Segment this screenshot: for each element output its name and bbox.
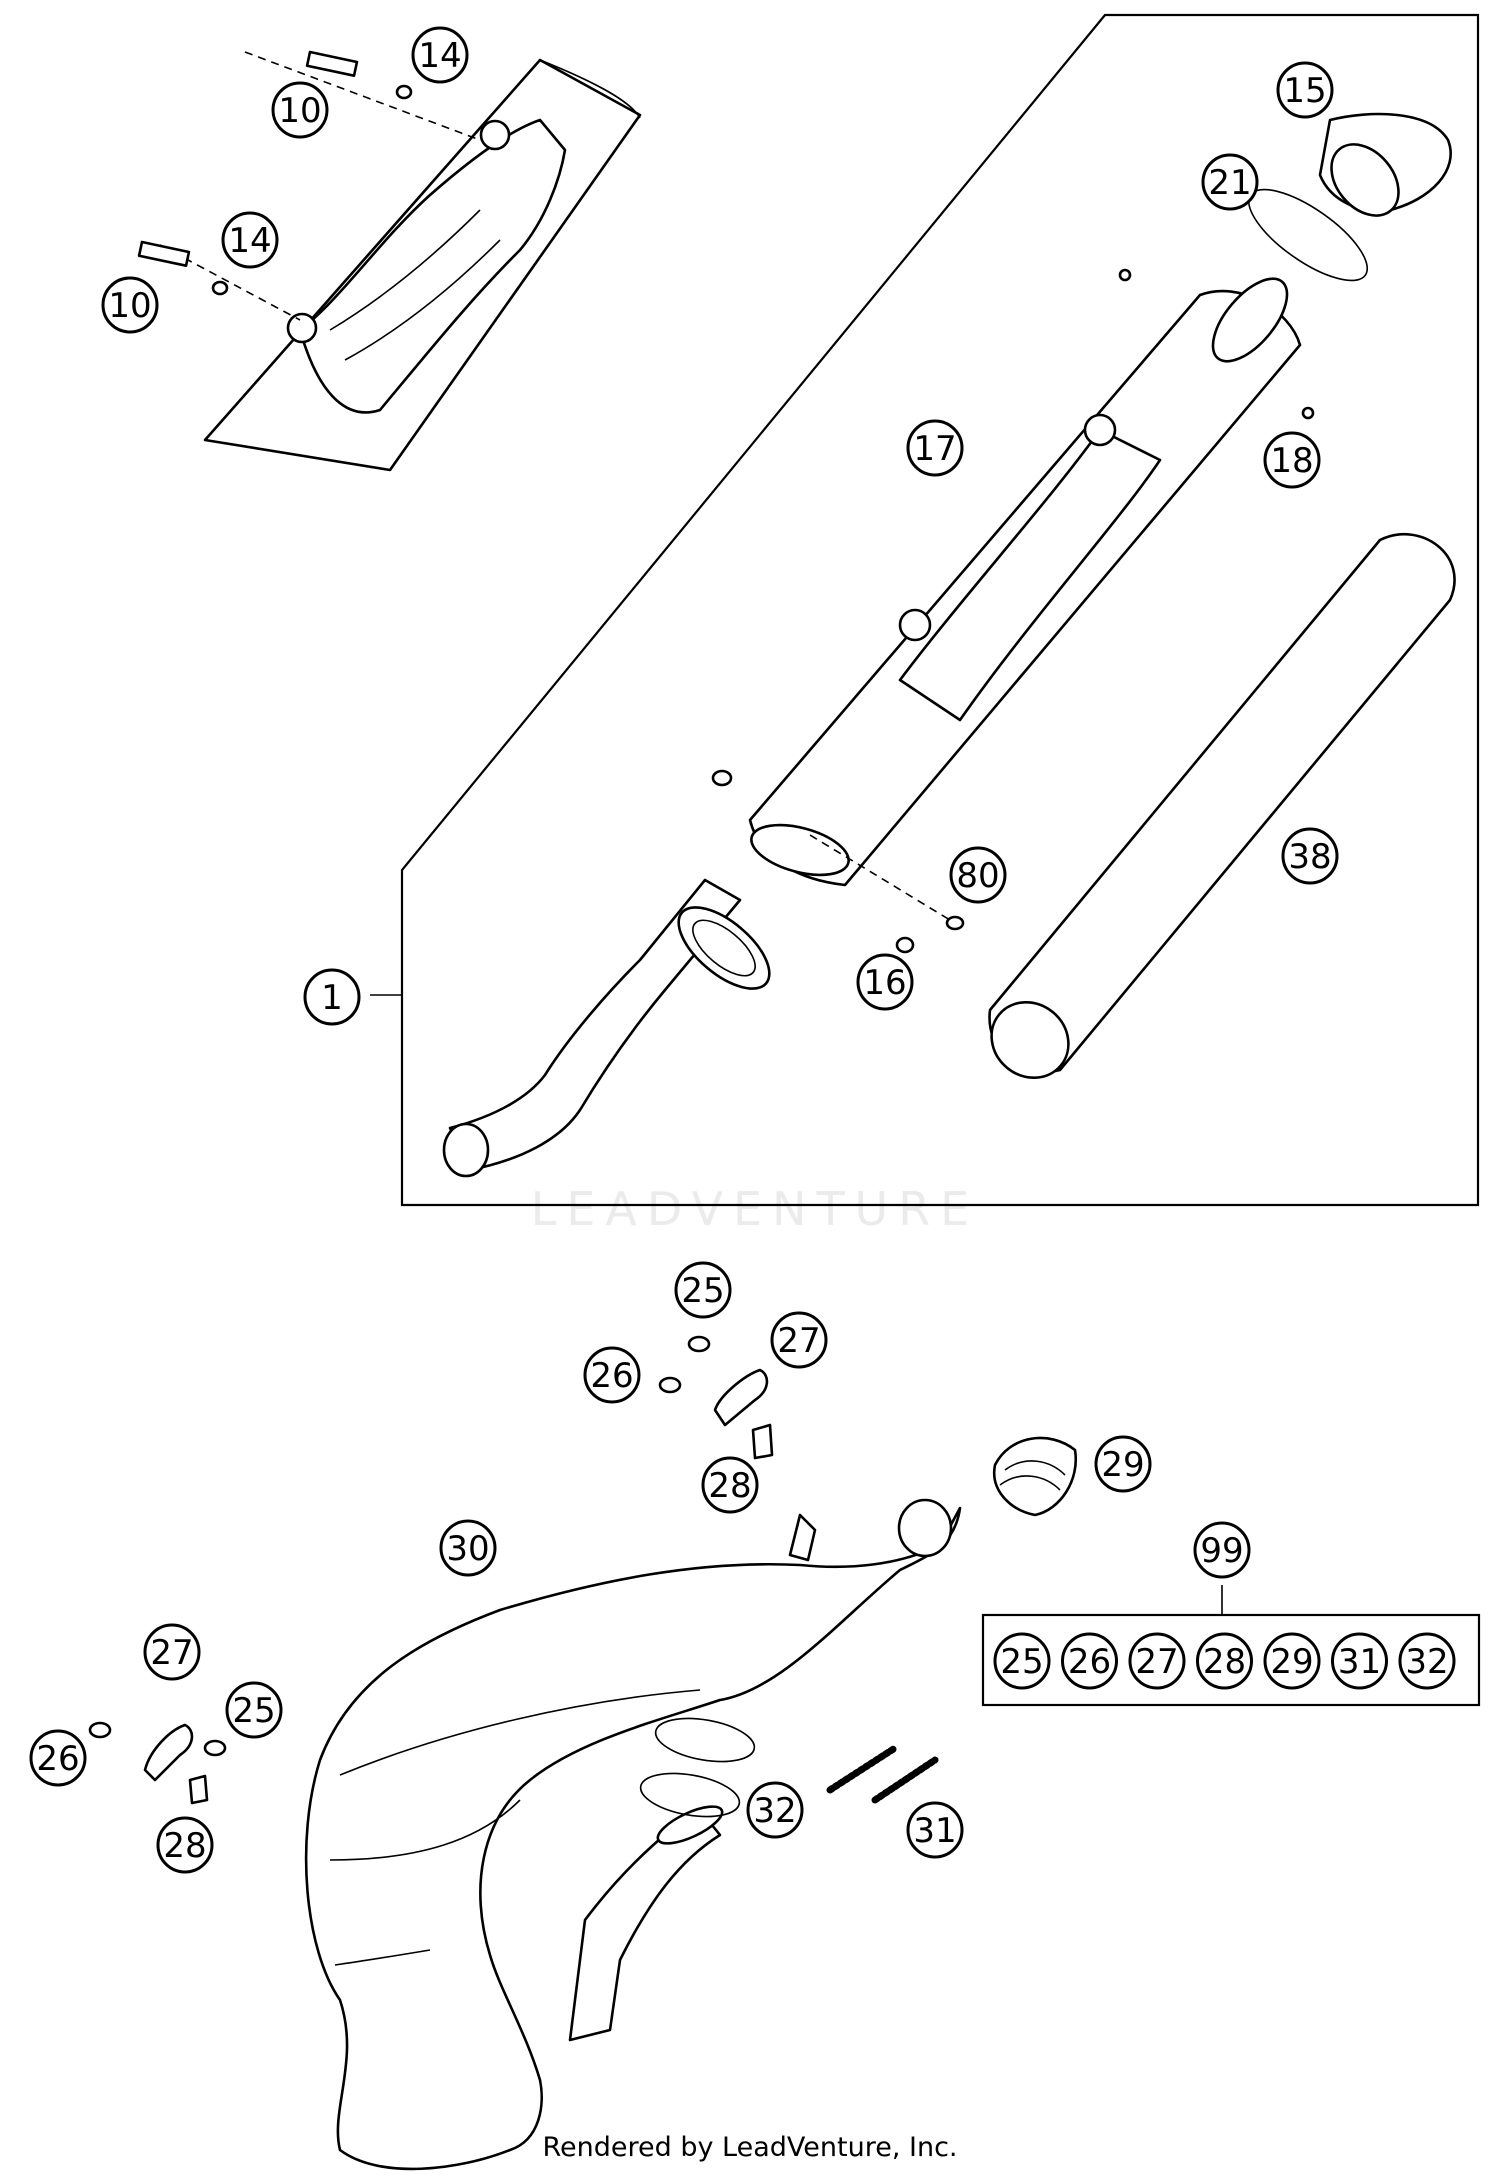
- callout-28: 28: [701, 1456, 759, 1514]
- kit-item-label: 25: [1000, 1642, 1043, 1682]
- callout-label: 14: [418, 36, 461, 76]
- callout-26: 26: [583, 1346, 641, 1404]
- kit-item-label: 28: [1203, 1642, 1246, 1682]
- callout-label: 31: [913, 1811, 956, 1851]
- callout-label: 80: [956, 856, 999, 896]
- callout-10: 10: [101, 276, 159, 334]
- rubber-sleeve: [992, 1436, 1078, 1517]
- callout-25: 25: [225, 1681, 283, 1739]
- callout-label: 28: [163, 1826, 206, 1866]
- callout-10: 10: [271, 81, 329, 139]
- kit-item-26: 26: [1061, 1632, 1118, 1690]
- kit-item-label: 26: [1068, 1642, 1111, 1682]
- kit-item-29: 29: [1263, 1632, 1321, 1690]
- kit-item-25: 25: [993, 1632, 1051, 1690]
- callout-1: 1: [303, 968, 361, 1026]
- callout-label: 25: [681, 1271, 724, 1311]
- callout-label: 14: [228, 221, 271, 261]
- callout-label: 16: [863, 963, 906, 1003]
- callout-27: 27: [143, 1623, 201, 1681]
- callout-label: 15: [1283, 71, 1326, 111]
- callout-label: 29: [1101, 1445, 1144, 1485]
- callout-14: 14: [411, 26, 469, 84]
- callout-21: 21: [1201, 153, 1259, 211]
- callout-29: 29: [1094, 1435, 1152, 1493]
- kit-item-27: 27: [1128, 1632, 1186, 1690]
- callout-label: 38: [1288, 837, 1331, 877]
- callout-16: 16: [856, 953, 914, 1011]
- kit-item-31: 31: [1331, 1632, 1388, 1690]
- callout-label: 21: [1208, 163, 1251, 203]
- callout-label: 26: [36, 1739, 79, 1779]
- callout-15: 15: [1276, 61, 1334, 119]
- o-rings: [639, 1717, 756, 1818]
- callout-30: 30: [439, 1519, 497, 1577]
- bracket-hardware-top: [658, 1335, 774, 1460]
- silencer-assembly-frame: [370, 13, 1480, 1207]
- callout-80: 80: [949, 846, 1007, 904]
- callout-label: 26: [590, 1356, 633, 1396]
- kit-item-label: 31: [1338, 1642, 1381, 1682]
- callout-label: 99: [1200, 1531, 1243, 1571]
- callout-38: 38: [1281, 827, 1339, 885]
- silencer-mount-detail: [137, 50, 642, 472]
- footer-credit: Rendered by LeadVenture, Inc.: [542, 2132, 958, 2163]
- silencer-head-pipe: [442, 878, 771, 1178]
- kit-box: [981, 1585, 1481, 1707]
- callout-label: 27: [777, 1321, 820, 1361]
- callout-25: 25: [674, 1261, 732, 1319]
- silencer-body: [748, 277, 1302, 887]
- callout-label: 18: [1270, 441, 1313, 481]
- kit-item-label: 27: [1135, 1642, 1178, 1682]
- callout-label: 32: [753, 1791, 796, 1831]
- end-cap: [1118, 112, 1452, 420]
- callout-label: 1: [321, 978, 343, 1018]
- callout-17: 17: [906, 419, 964, 477]
- bracket-hardware-left: [88, 1721, 227, 1805]
- callout-32: 32: [746, 1781, 804, 1839]
- watermark-text: LEADVENTURE: [530, 1182, 980, 1236]
- kit-item-32: 32: [1398, 1632, 1456, 1690]
- springs: [826, 1744, 939, 1804]
- callout-label: 17: [913, 429, 956, 469]
- callout-label: 30: [446, 1529, 489, 1569]
- callout-18: 18: [1263, 431, 1321, 489]
- callout-label: 10: [278, 91, 321, 131]
- callout-label: 25: [232, 1691, 275, 1731]
- kit-item-28: 28: [1196, 1632, 1253, 1690]
- kit-item-label: 32: [1405, 1642, 1448, 1682]
- callout-26: 26: [29, 1729, 87, 1787]
- callout-27: 27: [770, 1311, 828, 1369]
- kit-callout-group: 25 26 27 28 29 31 32: [993, 1632, 1456, 1690]
- callout-28: 28: [156, 1816, 214, 1874]
- callout-label: 10: [108, 286, 151, 326]
- kit-item-label: 29: [1270, 1642, 1313, 1682]
- callout-14: 14: [221, 211, 279, 269]
- expansion-chamber: [304, 1498, 962, 2171]
- callout-group: 10 14 10 14 15 21 17 18 38 80 16 1 25 27 26 28 29 30 99 27 2…: [29, 26, 1339, 1874]
- callout-99: 99: [1193, 1521, 1251, 1579]
- rivets-and-screws: [711, 769, 965, 954]
- callout-label: 28: [708, 1466, 751, 1506]
- callout-label: 27: [150, 1633, 193, 1673]
- callout-31: 31: [906, 1801, 964, 1859]
- silencer-sleeve: [988, 533, 1456, 1080]
